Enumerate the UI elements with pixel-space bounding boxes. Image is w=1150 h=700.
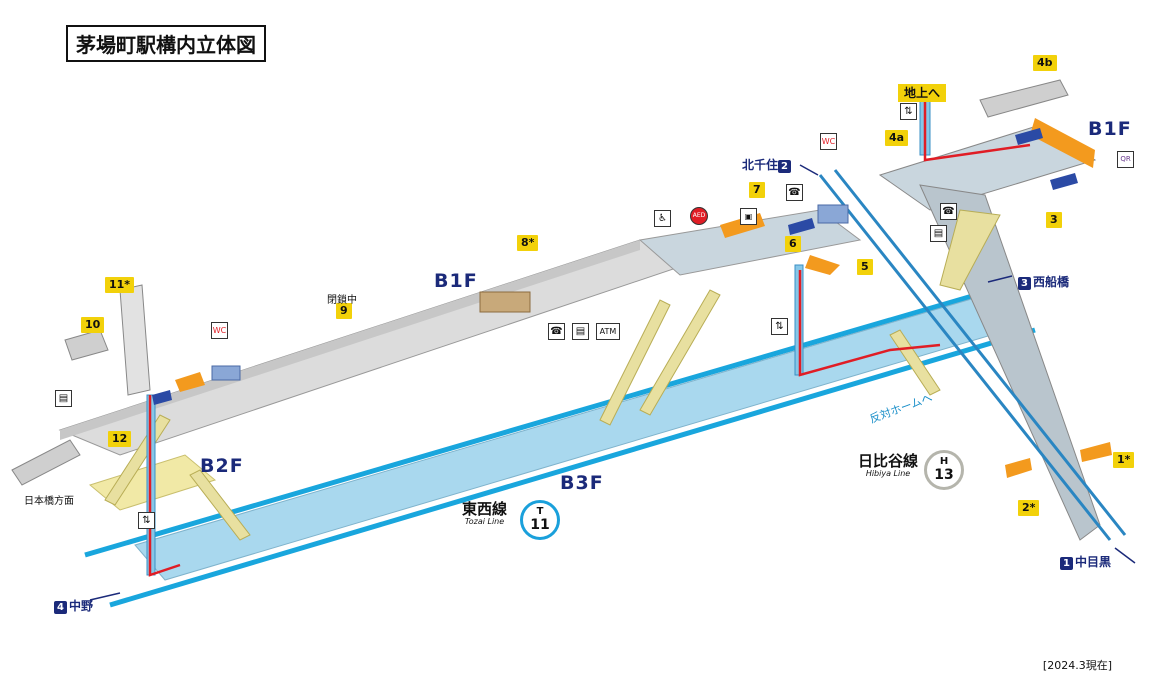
shaft-exit-11 [119,284,151,396]
level-b1f-left: B1F [434,270,478,292]
level-b3f: B3F [560,472,604,494]
date-note: [2024.3現在] [1042,659,1112,672]
hibiya-line-en: Hibiya Line [865,469,911,478]
tozai-station-number: T 11 [520,500,560,540]
arrow-nakameguro [1114,547,1136,564]
locker-icon: ▤ [572,323,589,340]
elevator-icon-b2f: ⇅ [138,512,155,529]
hibiya-letter: H [939,456,949,467]
to-ground-label: 地上へ [898,84,947,102]
exit-10-label: 10 [81,317,105,333]
shop-block [479,291,531,313]
exit-5-label: 5 [857,259,873,275]
tozai-line-name: 東西線 Tozai Line [462,501,507,526]
exit-2-label: 2* [1018,500,1040,516]
stair-slope-5 [889,329,941,396]
exit-1-label: 1* [1113,452,1135,468]
escalator-left [152,390,172,405]
atm-icon: ATM [596,323,620,340]
b1f-concourse-edge [60,240,640,440]
direction-kitasenju-text: 北千住 [742,158,779,172]
exit-12-label: 12 [108,431,132,447]
restroom-icon-right: WC [820,133,837,150]
gate-exit-1 [1080,442,1112,462]
gate-exit-6 [805,255,840,275]
gate-left [175,372,205,392]
gate-hibiya [1030,118,1095,168]
stair-slope-4 [189,469,251,541]
direction-nishifunabashi-text: 西船橋 [1033,275,1070,289]
info-block-mid [817,204,849,224]
restroom-icon-left: WC [211,322,228,339]
direction-nihonbashi: 日本橋方面 [24,496,74,507]
hibiya-line-name: 日比谷線 Hibiya Line [858,453,918,478]
phone-icon-right: ☎ [940,203,957,220]
line-number-1: 1 [1060,557,1073,570]
tozai-number: 11 [530,517,550,533]
stair-slope-6 [939,209,1001,291]
exit-9-closed-note: 閉鎖中 [327,295,357,306]
elevator-route-right [923,95,1031,162]
exit-9-label: 9 [336,303,352,319]
line-number-3: 3 [1018,277,1031,290]
stairs-exit-4b [979,79,1069,118]
hibiya-track-a [818,174,1112,541]
qr-icon: QR [1117,151,1134,168]
stair-slope-2 [639,289,721,416]
aed-icon: AED [690,207,708,225]
elevator-route-mid [798,270,941,377]
direction-nakano-text: 中野 [69,599,94,613]
arrow-nishifunabashi [987,275,1013,283]
gate-exit-2 [1005,458,1032,478]
wheelchair-icon: ♿ [654,210,671,227]
arrow-nakano [89,592,121,601]
escalator-right-2 [1050,173,1078,190]
hibiya-track-b [833,169,1127,536]
elevator-icon-mid: ⇅ [771,318,788,335]
exit-8-label: 8* [517,235,539,251]
level-b1f-right: B1F [1088,118,1132,140]
arrow-kitasenju [799,164,819,176]
direction-nakameguro-text: 中目黒 [1075,555,1112,569]
tozai-line-en: Tozai Line [464,517,505,526]
exit-11-label: 11* [105,277,135,293]
line-number-2: 2 [778,160,792,173]
stair-slope-1 [599,299,671,426]
escalator-right-1 [1015,128,1043,145]
hibiya-number: 13 [934,467,954,483]
tozai-track-bottom [109,327,1036,608]
phone-icon-mid: ☎ [786,184,803,201]
tozai-line-jp: 東西線 [462,500,508,518]
stairs-left-lower [11,439,81,486]
level-b2f: B2F [200,455,244,477]
page-title: 茅場町駅構内立体図 [66,25,266,62]
stairs-exit-10 [64,329,109,361]
locker-icon-right: ▤ [930,225,947,242]
exit-4b-label: 4b [1033,55,1057,71]
exit-3-label: 3 [1046,212,1062,228]
hibiya-line-jp: 日比谷線 [858,452,919,470]
phone-icon: ☎ [548,323,565,340]
line-number-4: 4 [54,601,67,614]
locker-icon-left: ▤ [55,390,72,407]
elevator-icon-ground: ⇅ [900,103,917,120]
tozai-letter: T [536,506,544,517]
exit-4a-label: 4a [885,130,909,146]
tozai-track-top [84,282,1011,558]
info-block-left [211,365,241,381]
hibiya-station-number: H 13 [924,450,964,490]
elevator-route-left [148,395,181,577]
exit-7-label: 7 [749,182,765,198]
exit-6-label: 6 [785,236,801,252]
escalator-mid-1 [788,218,815,235]
ticket-machine-icon: ▣ [740,208,757,225]
